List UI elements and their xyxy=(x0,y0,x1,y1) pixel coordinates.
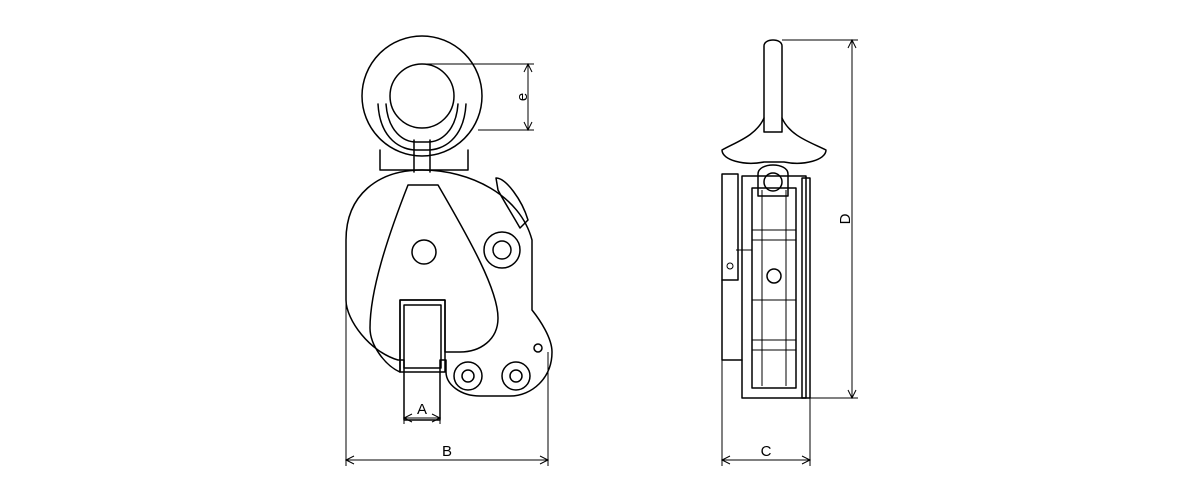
side-body-outer xyxy=(741,175,807,399)
side-plate-left xyxy=(721,173,739,281)
dim-b-extension xyxy=(345,300,549,466)
side-body-inner xyxy=(751,187,797,389)
side-view xyxy=(721,39,827,399)
dim-label-a: A xyxy=(417,401,427,418)
dim-label-d: D xyxy=(837,213,854,224)
dim-a-extension xyxy=(403,372,441,424)
neck-block xyxy=(379,149,469,171)
dim-label-b: B xyxy=(442,443,452,460)
side-flare xyxy=(721,117,827,164)
shackle-u xyxy=(377,103,467,151)
side-pivot-hole xyxy=(766,268,782,284)
dim-d-extension xyxy=(782,39,858,399)
dim-b-arrows xyxy=(344,455,550,465)
dim-e-arrows xyxy=(523,62,533,132)
dim-a-arrows xyxy=(402,413,442,423)
lock-boss-outer xyxy=(483,231,521,269)
side-plate-right xyxy=(801,177,811,399)
side-knuckle-hole xyxy=(763,172,783,192)
small-pin xyxy=(533,343,543,353)
bottom-boss-left xyxy=(453,361,483,391)
dimension-lines xyxy=(344,38,858,466)
bottom-boss-right xyxy=(501,361,531,391)
lifting-eye-inner xyxy=(389,63,455,129)
jaw-slot xyxy=(399,299,446,373)
dim-label-c: C xyxy=(761,443,772,460)
side-cam-lines xyxy=(736,190,796,386)
dim-d-arrows xyxy=(847,38,857,400)
dim-label-e: e xyxy=(514,93,531,101)
dim-c-arrows xyxy=(720,455,812,465)
dim-e-extension xyxy=(422,63,534,131)
bottom-boss-right-hole xyxy=(509,369,523,383)
lifting-eye-outer xyxy=(361,35,483,157)
bottom-boss-left-hole xyxy=(461,369,475,383)
pivot-hole xyxy=(411,239,437,265)
side-lower-plate xyxy=(721,279,743,361)
side-eye-stem xyxy=(763,39,783,133)
side-knuckle xyxy=(757,164,789,197)
dim-c-extension xyxy=(721,360,811,466)
lever-handle xyxy=(495,177,529,229)
body-outline xyxy=(345,169,553,421)
side-small-hole xyxy=(726,262,734,270)
front-view xyxy=(345,35,553,421)
lock-boss-inner xyxy=(492,240,512,260)
cam-plate xyxy=(369,184,499,373)
stem xyxy=(413,139,431,173)
